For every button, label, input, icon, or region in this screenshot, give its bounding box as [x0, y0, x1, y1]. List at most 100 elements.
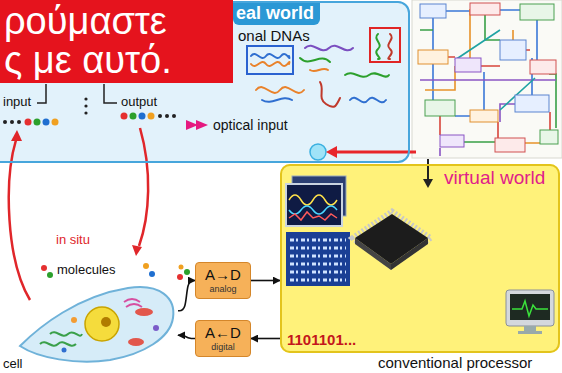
- in-situ-arrows: [9, 140, 30, 300]
- molecule-dots: [149, 271, 155, 277]
- dna-strands: [388, 34, 391, 59]
- optical-spot: [310, 144, 326, 160]
- process-label: in situ: [56, 232, 90, 247]
- port-label: input: [3, 94, 31, 109]
- metabolic-map: [420, 80, 556, 156]
- metabolic-map: [425, 9, 540, 143]
- organelle: [40, 342, 76, 345]
- metabolic-map: [455, 30, 535, 110]
- metabolic-map: [425, 100, 455, 116]
- nucleus: [85, 307, 119, 341]
- dna-strands: [310, 69, 328, 71]
- in-situ-arrows: [11, 130, 22, 141]
- dna-strands: [345, 73, 389, 76]
- input-molecules: [10, 120, 14, 124]
- down-arrow: [427, 159, 429, 180]
- connector-arrow: [251, 338, 280, 340]
- metabolic-map: [500, 40, 526, 60]
- down-arrow: [423, 179, 433, 188]
- metabolic-map: [455, 58, 481, 72]
- vesicle: [153, 325, 159, 331]
- label-anchor: molecules: [57, 262, 116, 277]
- ellipsis-dots: [84, 104, 87, 107]
- waveform-monitor: [289, 212, 337, 220]
- dna-strands: [251, 34, 392, 107]
- dna-strands: [305, 46, 353, 51]
- molecule-dots: [177, 274, 183, 280]
- waveform-monitor: [289, 195, 337, 205]
- circuit-lines: [37, 84, 46, 103]
- dna-strands: [320, 82, 340, 107]
- metabolic-map: [540, 130, 558, 144]
- input-molecules: [25, 119, 32, 126]
- panel-title: virtual world: [444, 167, 545, 189]
- metabolic-map: [440, 135, 464, 147]
- in-situ-arrows: [132, 245, 142, 256]
- binary-screen: [286, 232, 350, 286]
- processor-chip: [352, 211, 431, 267]
- output-molecules: [172, 114, 176, 118]
- dna-strands: [376, 34, 379, 59]
- molecule-dots: [179, 265, 184, 270]
- dna-strands: [350, 98, 386, 103]
- panel-ground: [0, 1, 410, 163]
- processor-chip: [355, 238, 391, 270]
- waveform-monitor: [292, 176, 346, 216]
- connector-arrow: [178, 281, 195, 311]
- box-sublabel: digital: [211, 342, 235, 353]
- label-anchor: input: [3, 94, 31, 109]
- monitor-icon: [518, 331, 542, 334]
- processor-chip: [355, 214, 428, 264]
- input-label: optical input: [213, 117, 288, 133]
- metabolic-map: [412, 0, 562, 158]
- metabolic-map: [520, 4, 554, 20]
- molecule-dots: [41, 265, 47, 271]
- metabolic-map: [412, 0, 562, 158]
- dna-strands: [262, 98, 292, 101]
- converter-box: A→Danalog: [195, 262, 251, 299]
- label-anchor: 1101101...: [287, 331, 356, 348]
- dna-strands: [251, 62, 289, 66]
- molecule-dots: [143, 263, 149, 269]
- panel-title: eal world: [233, 3, 320, 25]
- box-label: A←D: [205, 324, 241, 342]
- monitor-icon: [524, 326, 536, 331]
- input-molecules: [52, 119, 59, 126]
- ellipsis-dots: [84, 111, 87, 114]
- metabolic-map: [420, 4, 446, 18]
- cell-shape: cell: [14, 282, 178, 364]
- circuit-lines: [37, 84, 117, 103]
- title-banner: ρούμαστε ς με αυτό.: [0, 0, 233, 83]
- label-anchor: output: [121, 94, 157, 109]
- label-anchor: in situ: [56, 232, 90, 247]
- input-molecules: [17, 120, 21, 124]
- mitochondrion: [135, 308, 153, 316]
- monitor-icon: [506, 290, 554, 334]
- panel-subtitle: onal DNAs: [238, 27, 310, 45]
- box-label: A→D: [205, 266, 241, 284]
- output-molecules: [165, 114, 169, 118]
- converter-box: A←Ddigital: [195, 320, 251, 357]
- output-molecules: [121, 113, 128, 120]
- binary-screen: [290, 240, 346, 280]
- panel-ground: [280, 164, 560, 353]
- binary-label: 1101101...: [287, 331, 356, 348]
- monitor-icon: [506, 290, 554, 326]
- waveform-monitor: [286, 184, 342, 226]
- monitor-icon: [512, 301, 548, 316]
- nucleolus: [101, 317, 111, 327]
- red-arrow: [326, 146, 337, 158]
- metabolic-map: [470, 110, 498, 122]
- label-anchor: optical input: [213, 117, 288, 133]
- in-situ-arrows: [9, 128, 148, 300]
- connector-arrow: [251, 280, 280, 282]
- red-arrow: [334, 151, 416, 154]
- dna-strands: [256, 87, 304, 93]
- vesicle: [62, 348, 67, 353]
- ellipsis-dots: [84, 97, 87, 100]
- mitochondrion: [128, 338, 144, 346]
- connector-arrow: [178, 335, 195, 338]
- optical-arrow: [196, 120, 208, 130]
- golgi: [124, 299, 142, 307]
- processor-chip: [391, 238, 428, 270]
